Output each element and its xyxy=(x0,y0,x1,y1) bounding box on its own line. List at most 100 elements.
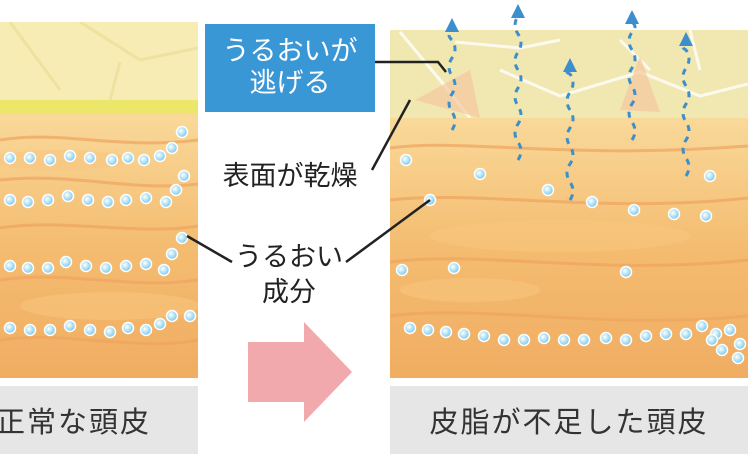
bubble-icon xyxy=(43,323,57,337)
bubble-icon xyxy=(119,193,133,207)
bubble-icon xyxy=(703,169,717,183)
bubble-icon xyxy=(733,337,747,351)
arrow-head-icon xyxy=(511,4,525,18)
bubble-icon xyxy=(695,319,709,333)
bubble-icon xyxy=(439,325,453,339)
bubble-icon xyxy=(165,141,179,155)
arrow-head-icon xyxy=(563,58,577,72)
bubble-icon xyxy=(175,231,189,245)
bubble-icon xyxy=(447,261,461,275)
bubble-icon xyxy=(3,321,17,335)
bubble-icon xyxy=(41,193,55,207)
bubble-icon xyxy=(723,323,737,337)
arrow-head-icon xyxy=(679,32,693,46)
bubble-icon xyxy=(3,259,17,273)
bubble-icon xyxy=(23,323,37,337)
bubble-icon xyxy=(183,309,197,323)
callout-escape-line2: 逃げる xyxy=(249,68,331,99)
bubble-icon xyxy=(399,153,413,167)
bubble-icon xyxy=(557,333,571,347)
bubble-icon xyxy=(619,265,633,279)
bubble-icon xyxy=(699,209,713,223)
normal-scalp-label-text: 正常な頭皮 xyxy=(0,405,152,439)
bubble-icon xyxy=(477,329,491,343)
bubble-icon xyxy=(395,263,409,277)
bubble-icon xyxy=(639,329,653,343)
dry-scalp-illustration xyxy=(390,30,748,378)
bubble-icon xyxy=(21,261,35,275)
bubble-icon xyxy=(679,327,693,341)
wavy-up-arrow-icon xyxy=(681,42,691,177)
normal-scalp-label: 正常な頭皮 xyxy=(0,386,198,454)
bubble-icon xyxy=(585,195,599,209)
oil-band xyxy=(0,100,198,114)
bubble-icon xyxy=(599,331,613,345)
bubble-icon xyxy=(99,261,113,275)
dry-scalp-label: 皮脂が不足した頭皮 xyxy=(390,386,748,454)
bubble-icon xyxy=(627,203,641,217)
bubble-icon xyxy=(165,309,179,323)
arrow-head-icon xyxy=(625,10,639,24)
leader-dry xyxy=(370,99,412,171)
bubble-icon xyxy=(41,261,55,275)
bubble-icon xyxy=(121,321,135,335)
bubble-icon xyxy=(23,151,37,165)
bubble-icon xyxy=(81,193,95,207)
bubble-icon xyxy=(175,125,189,139)
bubble-icon xyxy=(83,151,97,165)
bubble-icon xyxy=(169,183,183,197)
arrow-head-icon xyxy=(445,18,459,32)
bubble-icon xyxy=(139,191,153,205)
bubble-icon xyxy=(497,333,511,347)
bubble-icon xyxy=(103,325,117,339)
wavy-up-arrow-icon xyxy=(513,15,523,161)
bubble-icon xyxy=(43,153,57,167)
bubble-icon xyxy=(79,259,93,273)
bubble-icon xyxy=(457,327,471,341)
bubble-icon xyxy=(3,193,17,207)
callout-moist-line2: 成分 xyxy=(262,277,316,309)
bubble-icon xyxy=(541,183,555,197)
bubble-icon xyxy=(119,259,133,273)
callout-escape-line1: うるおいが xyxy=(222,35,358,67)
bubble-icon xyxy=(177,169,191,183)
moisture-bubbles-normal xyxy=(3,125,197,339)
bubble-icon xyxy=(63,319,77,333)
bubble-icon xyxy=(667,207,681,221)
wavy-up-arrow-icon xyxy=(627,20,637,141)
bubble-icon xyxy=(157,263,171,277)
bubble-icon xyxy=(139,323,153,337)
callout-moisture-escapes: うるおいが 逃げる xyxy=(205,24,375,112)
bubble-icon xyxy=(731,351,745,365)
right-arrow-icon xyxy=(248,322,352,422)
bubble-icon xyxy=(577,333,591,347)
bubble-icon xyxy=(659,327,673,341)
escaping-moisture-arrow-tips xyxy=(445,4,693,201)
bubble-icon xyxy=(705,333,719,347)
callout-moisture-component: うるおい 成分 xyxy=(214,240,364,310)
bubble-icon xyxy=(403,321,417,335)
bubble-icon xyxy=(121,151,135,165)
moisture-bubbles-dry xyxy=(395,153,747,365)
leader-moist-left xyxy=(186,234,233,264)
bubble-icon xyxy=(61,189,75,203)
bubble-icon xyxy=(159,195,173,209)
callout-moist-line1: うるおい xyxy=(235,242,343,273)
bubble-icon xyxy=(537,331,551,345)
wavy-up-arrow-icon xyxy=(565,68,575,201)
leader-moist-right xyxy=(345,198,431,264)
bubble-icon xyxy=(3,151,17,165)
bubble-icon xyxy=(473,167,487,181)
bubble-icon xyxy=(153,149,167,163)
leader-lines xyxy=(186,60,447,264)
bubble-icon xyxy=(153,317,167,331)
dry-scalp-label-text: 皮脂が不足した頭皮 xyxy=(429,405,709,439)
bubble-icon xyxy=(715,343,729,357)
bubble-icon xyxy=(105,153,119,167)
bubble-icon xyxy=(517,333,531,347)
normal-stratum-crack xyxy=(8,22,198,101)
bubble-icon xyxy=(421,323,435,337)
bubble-icon xyxy=(63,149,77,163)
bubble-icon xyxy=(101,195,115,209)
